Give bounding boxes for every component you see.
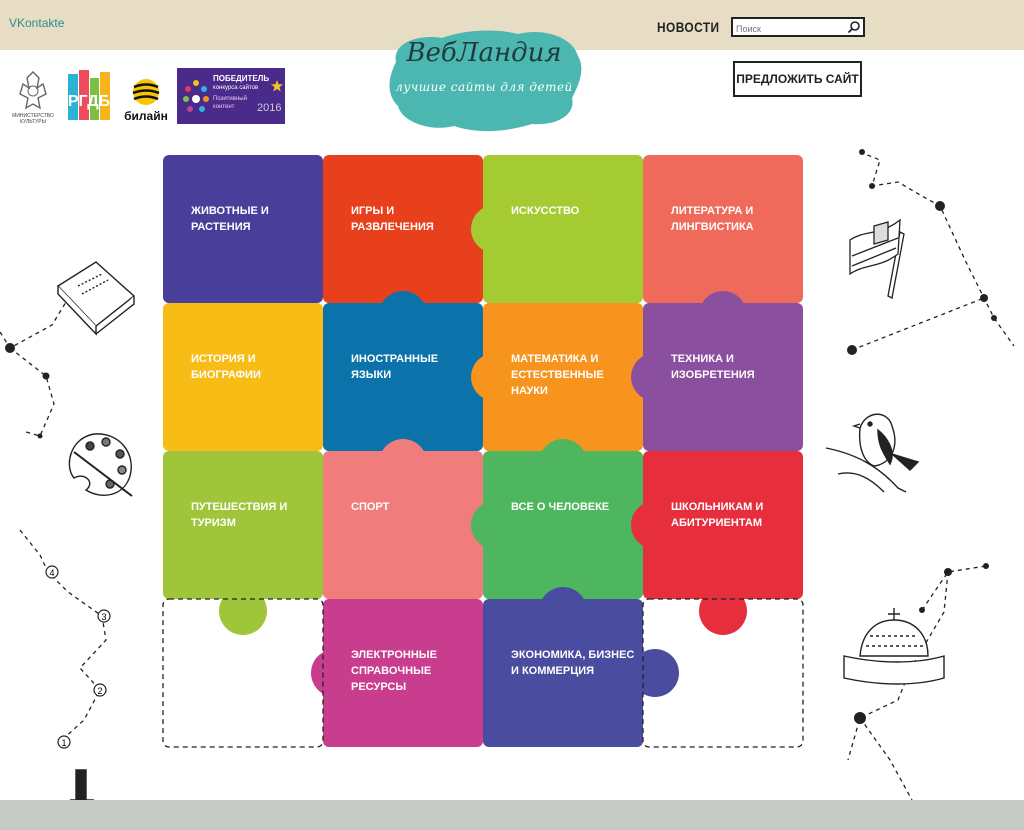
category-label[interactable]: Школьникам и абитуриентам — [671, 501, 764, 529]
search-box — [731, 17, 865, 37]
svg-text:РГДБ: РГДБ — [68, 93, 110, 110]
footer-bar — [0, 800, 1024, 830]
logo-subtitle: лучшие сайты для детей — [395, 80, 573, 94]
category-label[interactable]: Путешествия и туризм — [191, 501, 288, 529]
puzzle-piece[interactable] — [471, 439, 643, 599]
category-label[interactable]: Игры и развлечения — [351, 205, 434, 233]
beeline-logo[interactable]: билайн — [121, 76, 171, 124]
news-link[interactable]: НОВОСТИ — [657, 19, 720, 35]
svg-text:МИНИСТЕРСТВО: МИНИСТЕРСТВО — [12, 113, 54, 119]
logo-blob — [389, 30, 582, 132]
category-label[interactable]: Математика и естественные науки — [511, 353, 604, 397]
svg-text:билайн: билайн — [124, 109, 168, 123]
category-label[interactable]: Экономика, бизнес и коммерция — [511, 649, 635, 677]
award-subtitle: конкурса сайтов — [213, 85, 259, 91]
category-label[interactable]: Спорт — [351, 501, 390, 513]
puzzle-piece[interactable] — [631, 451, 803, 635]
award-banner[interactable]: ПОБЕДИТЕЛЬ конкурса сайтов Позитивный ко… — [177, 68, 285, 124]
award-icon — [183, 80, 209, 112]
category-label[interactable]: Техника и изобретения — [671, 353, 755, 381]
svg-text:КУЛЬТУРЫ: КУЛЬТУРЫ — [20, 119, 47, 125]
category-label[interactable]: История и биографии — [191, 353, 261, 381]
empty-puzzle-slot — [642, 598, 804, 748]
category-label[interactable]: Искусство — [511, 205, 580, 217]
vkontakte-link[interactable]: VKontakte — [9, 16, 65, 30]
award-year: 2016 — [257, 102, 282, 114]
rgdb-logo[interactable]: РГДБ — [66, 68, 112, 126]
award-title: ПОБЕДИТЕЛЬ — [213, 74, 270, 83]
category-label[interactable]: Животные и растения — [191, 205, 269, 233]
search-input[interactable] — [736, 22, 842, 36]
empty-puzzle-slot — [162, 598, 324, 748]
search-icon[interactable] — [847, 20, 861, 34]
award-badge: Позитивный контент — [213, 96, 247, 110]
category-label[interactable]: Все о человеке — [511, 501, 610, 513]
logo-title[interactable]: ВебЛандия — [406, 38, 562, 68]
propose-site-button[interactable]: ПРЕДЛОЖИТЬ САЙТ — [733, 61, 862, 97]
puzzle-piece[interactable] — [631, 291, 803, 487]
category-label[interactable]: Электронные справочные ресурсы — [351, 649, 437, 693]
ministry-culture-logo[interactable]: МИНИСТЕРСТВО КУЛЬТУРЫ — [8, 68, 58, 130]
category-label[interactable]: Иностранные языки — [351, 353, 439, 381]
category-label[interactable]: Литература и лингвистика — [671, 205, 754, 233]
star-icon — [271, 80, 283, 92]
